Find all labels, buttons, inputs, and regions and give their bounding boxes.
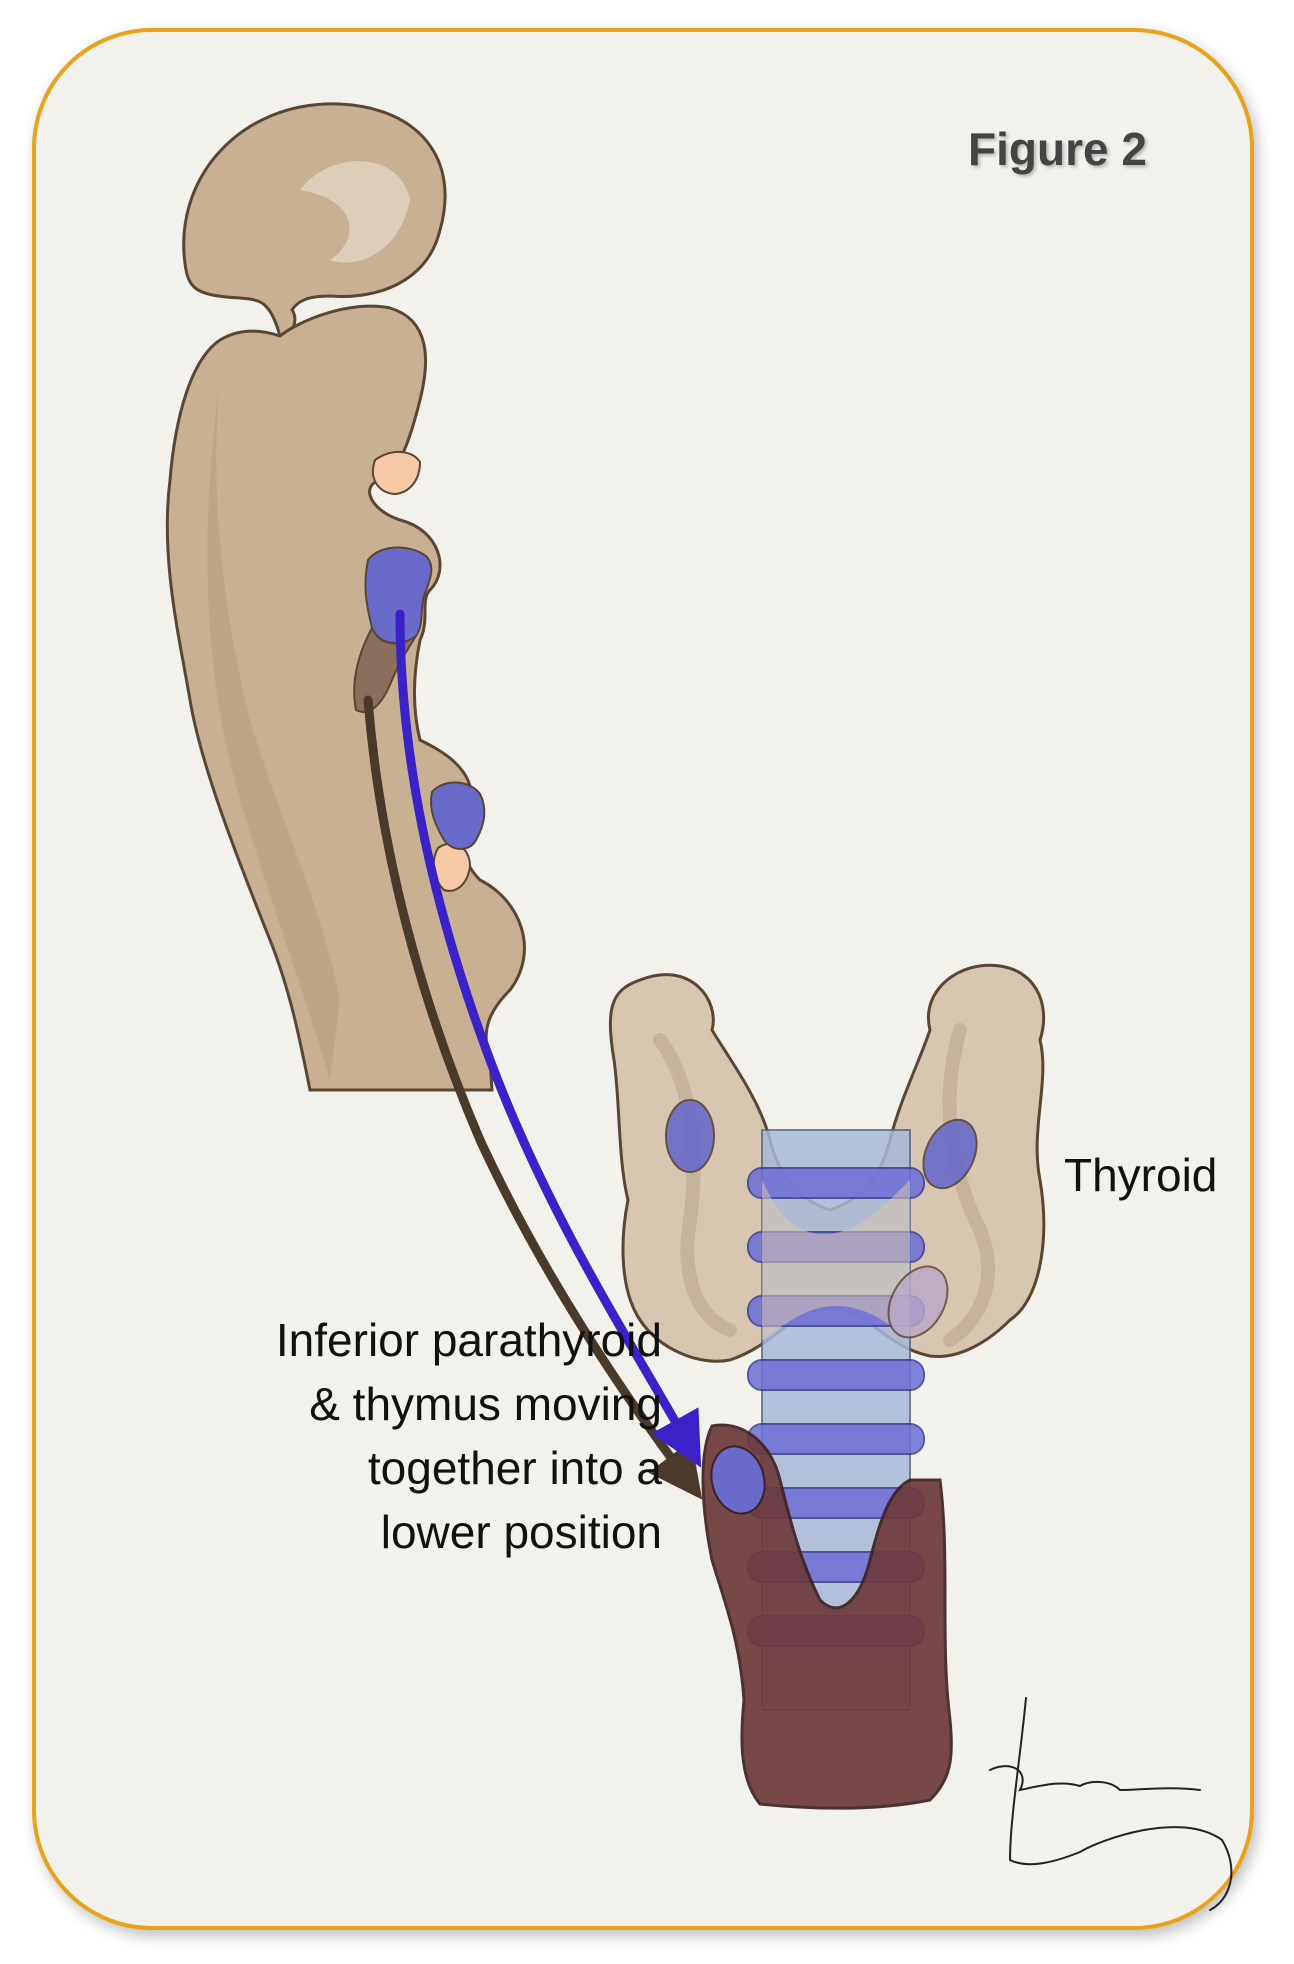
pharynx-shading [207,380,340,1080]
parathyroid-migration-arrow [395,609,702,1468]
thyroid-label: Thyroid [1064,1149,1218,1201]
tongue-bud-shape [182,102,447,338]
trachea-ring [747,1167,925,1199]
inferior-parathyroid [710,1445,766,1515]
superior-parathyroid-right [922,1118,978,1190]
caption-line: lower position [380,1506,662,1558]
third-pouch-parathyroid [364,546,433,644]
figure-title: Figure 2 [968,123,1147,175]
fourth-pouch-parathyroid [430,781,486,850]
artist-signature [989,1697,1233,1911]
thymus-migration-arrow [363,695,703,1500]
trachea-ring [747,1423,925,1455]
thyroid-nodule-right [887,1265,949,1339]
thymus-shape [701,1423,953,1810]
tongue-bud-highlight [300,161,410,263]
caption-line: together into a [367,1442,662,1494]
migration-caption: Inferior parathyroid & thymus moving tog… [42,1308,662,1564]
superior-parathyroid-left [665,1099,715,1173]
trachea-ring [747,1359,925,1391]
caption-line: Inferior parathyroid [275,1314,662,1366]
thyroid-texture [653,1023,995,1347]
thyroid-isthmus-overlay [762,1180,910,1340]
pouch-peach-upper [372,451,422,496]
caption-line: & thymus moving [309,1378,662,1430]
